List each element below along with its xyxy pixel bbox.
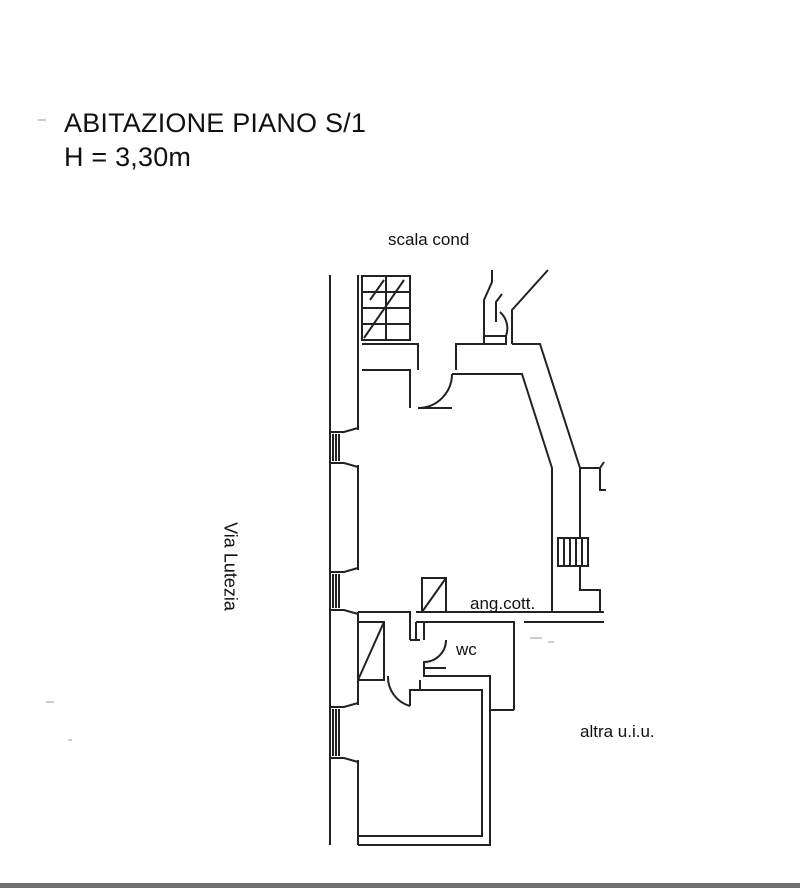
stair-corridor — [483, 269, 549, 345]
condominium-stair — [361, 275, 411, 341]
plan-title-line-1: ABITAZIONE PIANO S/1 — [64, 108, 367, 138]
stair-label: scala cond — [388, 230, 470, 249]
wc-label: wc — [456, 640, 477, 659]
faint-marks — [38, 119, 554, 741]
east-window — [557, 537, 589, 567]
facade-window-3 — [330, 702, 359, 763]
lower-room-walls — [357, 611, 491, 846]
kitchenette-cabinet — [421, 577, 447, 613]
street-label: Via Lutezia — [220, 522, 241, 611]
facade-window-2 — [330, 567, 359, 615]
street-facade-wall — [329, 275, 359, 845]
plan-title-line-2: H = 3,30m — [64, 142, 192, 172]
entry-door — [417, 373, 453, 409]
main-room-north-wall — [362, 343, 581, 612]
kitchenette-partition — [416, 577, 604, 710]
kitchenette-label: ang.cott. — [470, 594, 536, 613]
plan-title: ABITAZIONE PIANO S/1 H = 3,30m — [64, 106, 366, 174]
other-unit-label: altra u.i.u. — [580, 722, 655, 741]
wc-room — [415, 622, 514, 711]
bottom-edge-rule — [0, 883, 800, 888]
facade-window-1 — [330, 427, 359, 468]
